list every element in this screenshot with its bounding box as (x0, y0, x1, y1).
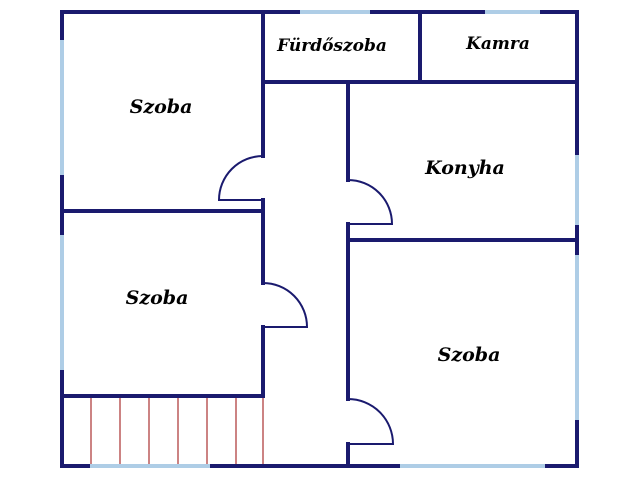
room-label-top-left: Szoba (130, 96, 193, 118)
room-label-kitchen: Konyha (424, 157, 505, 179)
interior-walls (60, 10, 579, 468)
windows (60, 10, 579, 468)
room-label-bottom-right: Szoba (438, 344, 501, 366)
room-label-bathroom: Fürdőszoba (276, 36, 387, 56)
door-top-left-room (217, 155, 264, 201)
door-bottom-right-room (347, 398, 395, 445)
door-kitchen (347, 179, 394, 225)
doors (217, 155, 395, 445)
stairs (90, 398, 264, 464)
room-label-pantry: Kamra (465, 34, 530, 54)
door-bottom-left-room (262, 282, 309, 328)
room-label-bottom-left: Szoba (126, 287, 189, 309)
